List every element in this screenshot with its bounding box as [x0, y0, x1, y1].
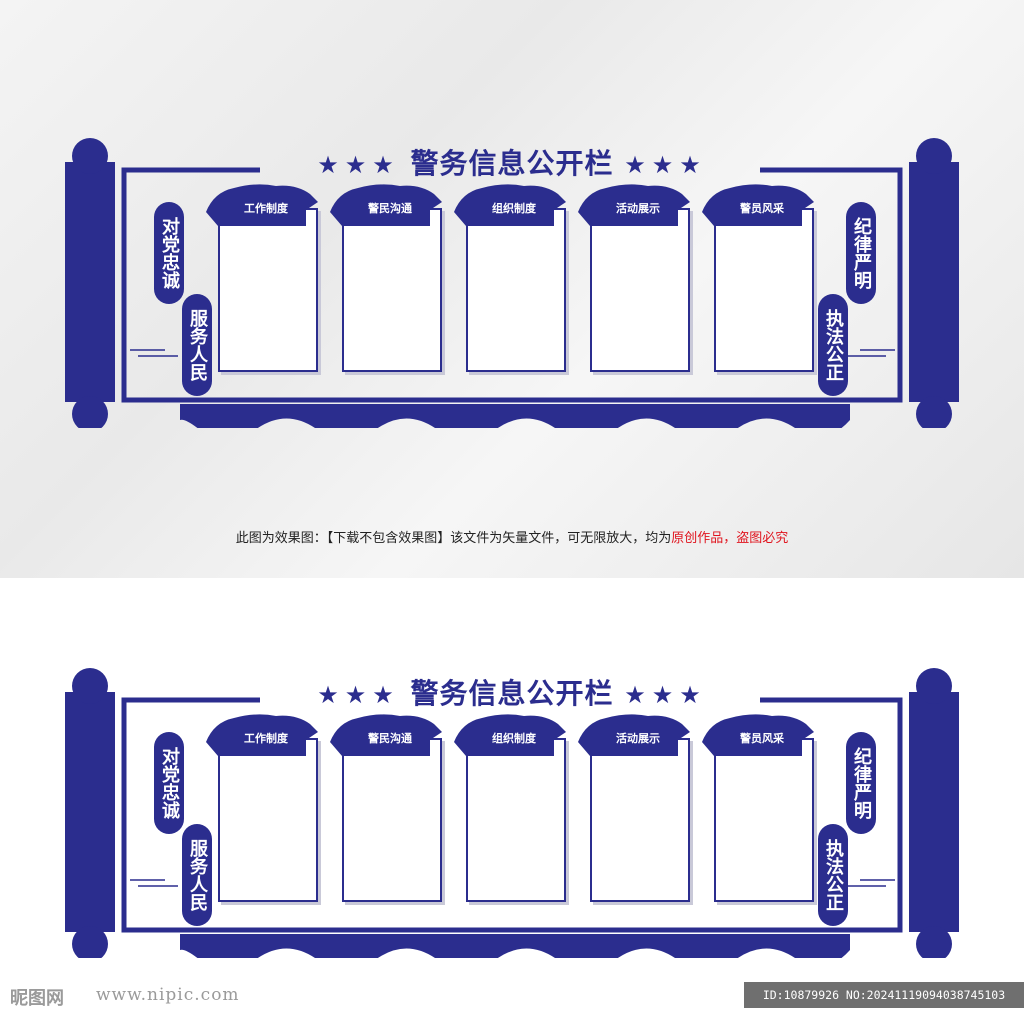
- image-id-badge: ID:10879926 NO:20241119094038745103: [744, 982, 1024, 1008]
- effect-notice: 此图为效果图：【下载不包含效果图】该文件为矢量文件，可无限放大，均为原创作品，盗…: [0, 527, 1024, 546]
- panel-police-communication: [342, 208, 442, 372]
- label-loyalty: 对党忠诚: [154, 202, 184, 304]
- label-discipline: 纪律严明: [846, 202, 876, 304]
- notice-highlight: 原创作品，盗图必究: [671, 531, 789, 546]
- nipic-url: www.nipic.com: [96, 985, 240, 1005]
- info-board-wall: ★★★ 警务信息公开栏 ★★★ 对党忠诚 服务人民 纪律严明 执法公正 工作制度…: [60, 138, 964, 428]
- panel-header-shape: [454, 184, 566, 226]
- panel-header-shape: [330, 184, 442, 226]
- label-justice: 执法公正: [818, 294, 848, 396]
- label-justice: 执法公正: [818, 824, 848, 926]
- panel-label-police-style: 警员风采: [740, 732, 784, 745]
- panel-police-communication: [342, 738, 442, 902]
- panel-police-style: [714, 208, 814, 372]
- board-title: ★★★ 警务信息公开栏 ★★★: [270, 672, 754, 712]
- stars-left: ★★★: [317, 151, 400, 179]
- panel-work-system: [218, 738, 318, 902]
- stars-right: ★★★: [624, 151, 707, 179]
- panel-activity-display: [590, 738, 690, 902]
- panel-label-organization-system: 组织制度: [492, 202, 536, 215]
- panel-header-shape: [330, 714, 442, 756]
- notice-text: 此图为效果图：【下载不包含效果图】该文件为矢量文件，可无限放大，均为: [235, 531, 672, 546]
- panel-label-police-style: 警员风采: [740, 202, 784, 215]
- panel-label-activity-display: 活动展示: [616, 732, 660, 745]
- panel-label-activity-display: 活动展示: [616, 202, 660, 215]
- panel-label-organization-system: 组织制度: [492, 732, 536, 745]
- stars-right: ★★★: [624, 681, 707, 709]
- label-discipline: 纪律严明: [846, 732, 876, 834]
- panel-police-style: [714, 738, 814, 902]
- panel-label-work-system: 工作制度: [244, 732, 288, 745]
- label-loyalty: 对党忠诚: [154, 732, 184, 834]
- panel-header-shape: [454, 714, 566, 756]
- scroll-frame: [65, 668, 959, 958]
- panel-header-shape: [578, 714, 690, 756]
- panel-header-shape: [702, 184, 814, 226]
- panel-organization-system: [466, 738, 566, 902]
- board-title-text: 警务信息公开栏: [410, 677, 614, 710]
- panel-header-shape: [206, 184, 318, 226]
- panel-organization-system: [466, 208, 566, 372]
- panel-header-shape: [578, 184, 690, 226]
- nipic-logo: 昵图网: [10, 988, 64, 1009]
- board-title: ★★★ 警务信息公开栏 ★★★: [270, 142, 754, 182]
- panel-work-system: [218, 208, 318, 372]
- panel-label-police-communication: 警民沟通: [368, 732, 412, 745]
- watermark-bar: 昵图网 www.nipic.com ID:10879926 NO:2024111…: [0, 982, 1024, 1010]
- scroll-frame: [65, 138, 959, 428]
- panel-header-shape: [702, 714, 814, 756]
- label-serve-people: 服务人民: [182, 824, 212, 926]
- stars-left: ★★★: [317, 681, 400, 709]
- panel-header-shape: [206, 714, 318, 756]
- info-board-plain: ★★★ 警务信息公开栏 ★★★ 对党忠诚 服务人民 纪律严明 执法公正 工作制度…: [60, 668, 964, 958]
- board-title-text: 警务信息公开栏: [410, 147, 614, 180]
- panel-activity-display: [590, 208, 690, 372]
- panel-label-work-system: 工作制度: [244, 202, 288, 215]
- label-serve-people: 服务人民: [182, 294, 212, 396]
- panel-label-police-communication: 警民沟通: [368, 202, 412, 215]
